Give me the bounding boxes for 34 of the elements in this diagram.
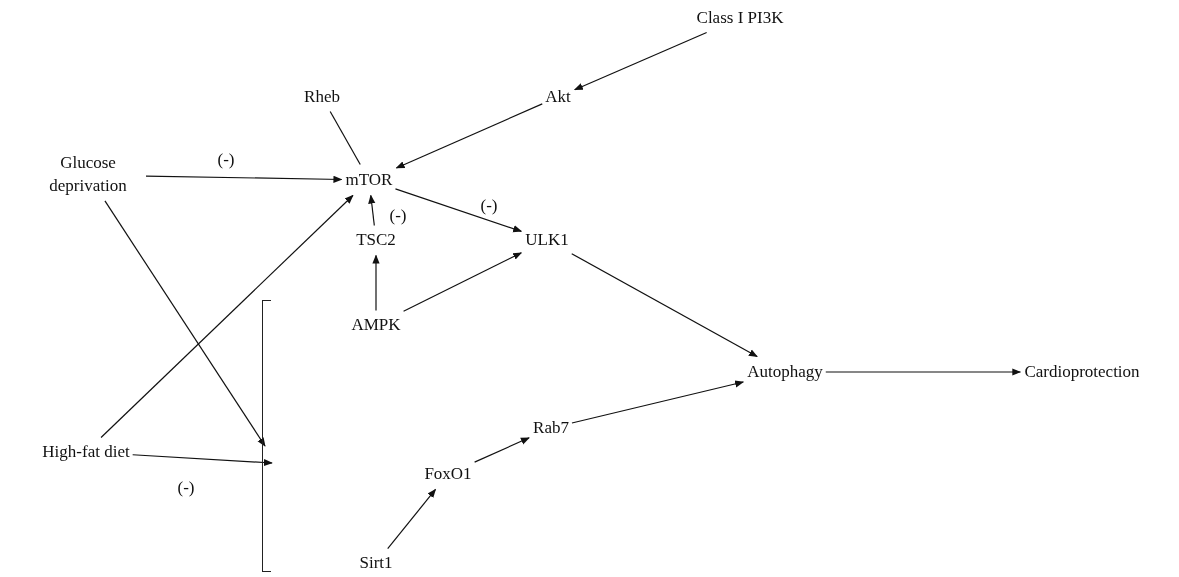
node-label: mTOR <box>345 168 393 192</box>
edge-label: (-) <box>479 196 499 216</box>
node-label: Glucose deprivation <box>33 152 143 198</box>
arrow <box>104 200 266 447</box>
edge-label: (-) <box>388 206 408 226</box>
node-label: Akt <box>545 85 571 109</box>
arrow <box>132 454 273 467</box>
node-label: Class I PI3K <box>696 6 784 30</box>
arrow <box>100 194 354 439</box>
arrow <box>825 368 1022 376</box>
node-label: AMPK <box>351 313 401 337</box>
edge-label: (-) <box>216 150 236 170</box>
node-label: High-fat diet <box>42 440 130 464</box>
edge-label: (-) <box>176 478 196 498</box>
arrow <box>571 380 745 424</box>
arrow <box>573 31 708 91</box>
arrow <box>387 488 437 550</box>
arrow <box>372 254 380 312</box>
node-label: Cardioprotection <box>1024 360 1140 384</box>
arrow <box>402 252 523 312</box>
arrow <box>145 175 343 183</box>
node-label: Rab7 <box>533 416 569 440</box>
arrow <box>395 103 543 169</box>
node-label: TSC2 <box>356 228 396 252</box>
node-label: ULK1 <box>525 228 569 252</box>
arrow <box>368 194 376 227</box>
node-label: Rheb <box>304 85 340 109</box>
node-label: FoxO1 <box>424 462 472 486</box>
node-label: Sirt1 <box>359 551 393 575</box>
arrow <box>474 437 530 463</box>
arrow <box>571 253 758 358</box>
arrow <box>394 188 523 233</box>
node-label: Autophagy <box>747 360 823 384</box>
bracket <box>262 300 271 572</box>
